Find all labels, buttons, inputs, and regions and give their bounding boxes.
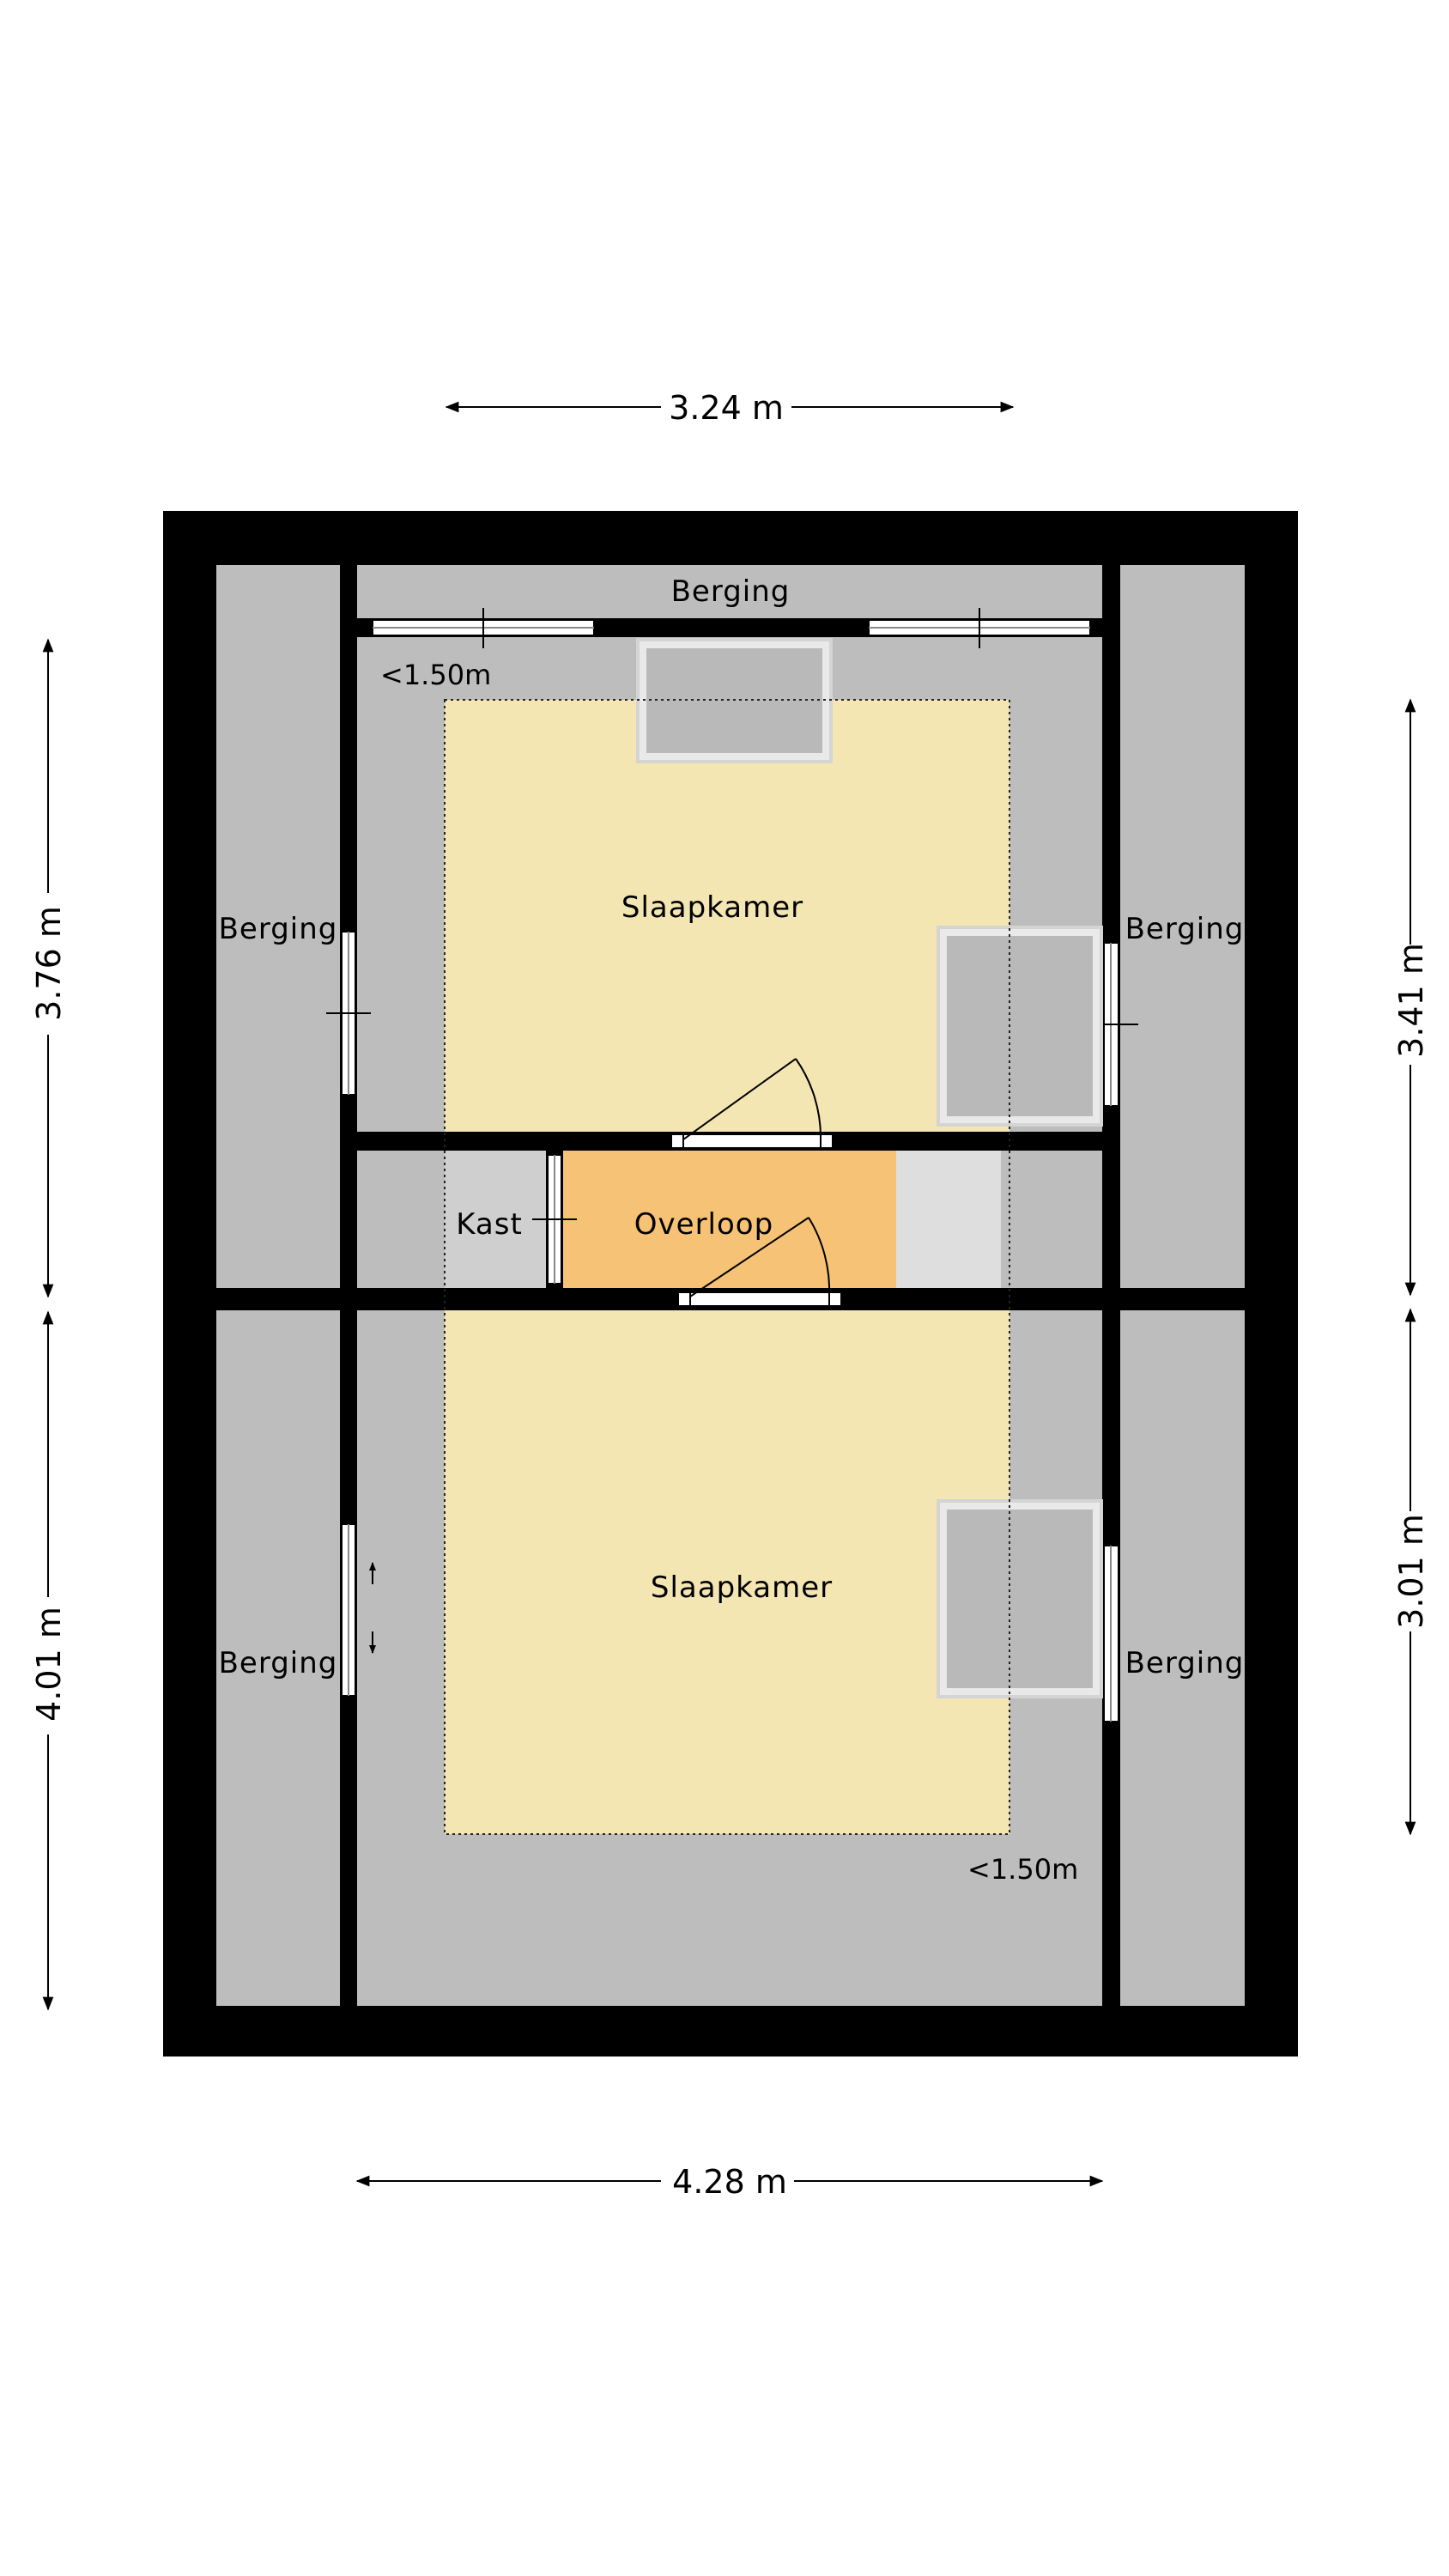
window-icon (1103, 1545, 1119, 1722)
stair-area (896, 1151, 1001, 1288)
window-icon (326, 931, 371, 1096)
storage-left-lower-area (216, 1310, 340, 2006)
room-label-storage-left-upper: Berging (219, 912, 338, 946)
dimension-right-lower: 3.01 m (1392, 1514, 1430, 1629)
window-icon (868, 608, 1091, 648)
dimension-left-upper: 3.76 m (30, 906, 68, 1021)
room-label-storage-top: Berging (671, 574, 791, 609)
wall-left-vertical (340, 565, 357, 2006)
bedroom-upper-area (445, 700, 1009, 1132)
bedroom-lower-area (445, 1310, 1009, 1834)
room-label-storage-right-lower: Berging (1125, 1646, 1245, 1680)
room-label-bedroom-upper: Slaapkamer (621, 890, 803, 925)
headroom-outline (444, 699, 1010, 1835)
dimension-top: 3.24 m (669, 389, 784, 427)
headroom-note-upper: <1.50m (380, 659, 491, 691)
room-label-landing: Overloop (634, 1207, 773, 1242)
headroom-note-lower: <1.50m (967, 1853, 1078, 1886)
closet-area (445, 1151, 546, 1288)
room-label-bedroom-lower: Slaapkamer (651, 1571, 833, 1605)
window-icon (341, 1523, 356, 1697)
room-label-storage-left-lower: Berging (219, 1646, 338, 1680)
closet-door-icon (532, 1154, 577, 1285)
room-label-closet: Kast (456, 1207, 523, 1242)
dimension-left-lower: 4.01 m (30, 1607, 68, 1722)
door-swing-icon (670, 1058, 834, 1149)
dimension-right-upper: 3.41 m (1392, 943, 1430, 1058)
skylight-icon (937, 926, 1103, 1127)
storage-left-upper-area (216, 565, 340, 1288)
skylight-icon (937, 1499, 1103, 1698)
dimension-bottom: 4.28 m (672, 2163, 787, 2201)
storage-right-lower-area (1120, 1310, 1245, 2006)
window-icon (372, 608, 595, 648)
storage-right-upper-area (1120, 565, 1245, 1288)
wall-right-vertical (1102, 565, 1120, 2006)
door-swing-icon (677, 1217, 842, 1307)
landing-area (563, 1151, 896, 1288)
room-label-storage-right-upper: Berging (1125, 912, 1245, 946)
